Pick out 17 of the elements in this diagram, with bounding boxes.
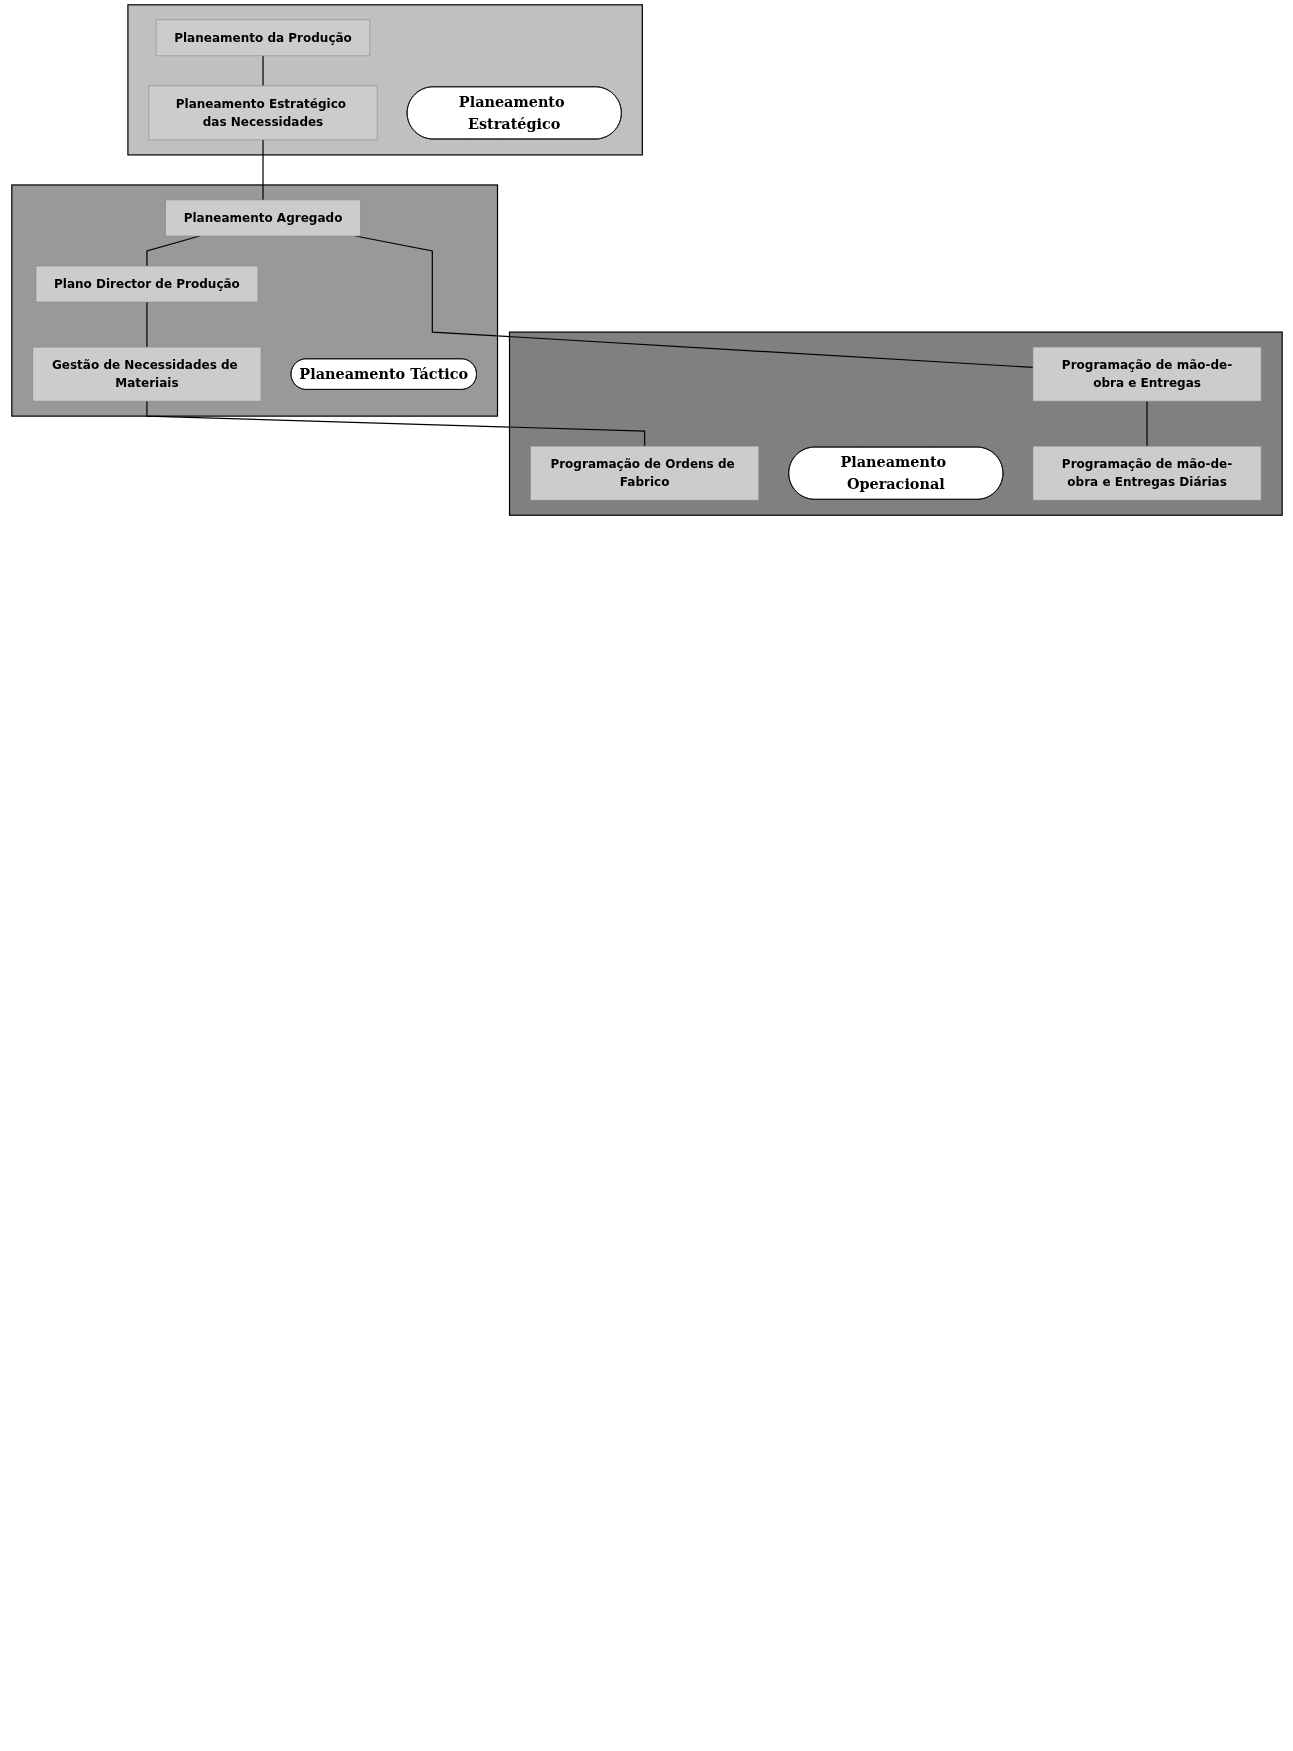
connector [261,55,264,87]
node-box: Planeamento da Produção [155,19,370,57]
node-box: Planeamento Agregado [164,199,361,237]
connector [145,235,200,267]
cluster [10,184,498,417]
node-box: Programação de Ordens de Fabrico [529,445,759,501]
node-box: Programação de mão-de-obra e Entregas Diárias [1032,445,1261,501]
node-box: Planeamento Estratégico das Necessidades [148,85,377,141]
connector [261,139,264,201]
node-box: Programação de mão-de-obra e Entregas [1032,346,1261,402]
node-box: Plano Director de Produção [35,265,258,303]
cluster [126,4,643,156]
cluster [508,331,1283,516]
node-box: Gestão de Necessidades de Materiais [32,346,261,402]
connector [1145,400,1148,447]
connector [145,400,645,447]
connector [145,301,148,348]
